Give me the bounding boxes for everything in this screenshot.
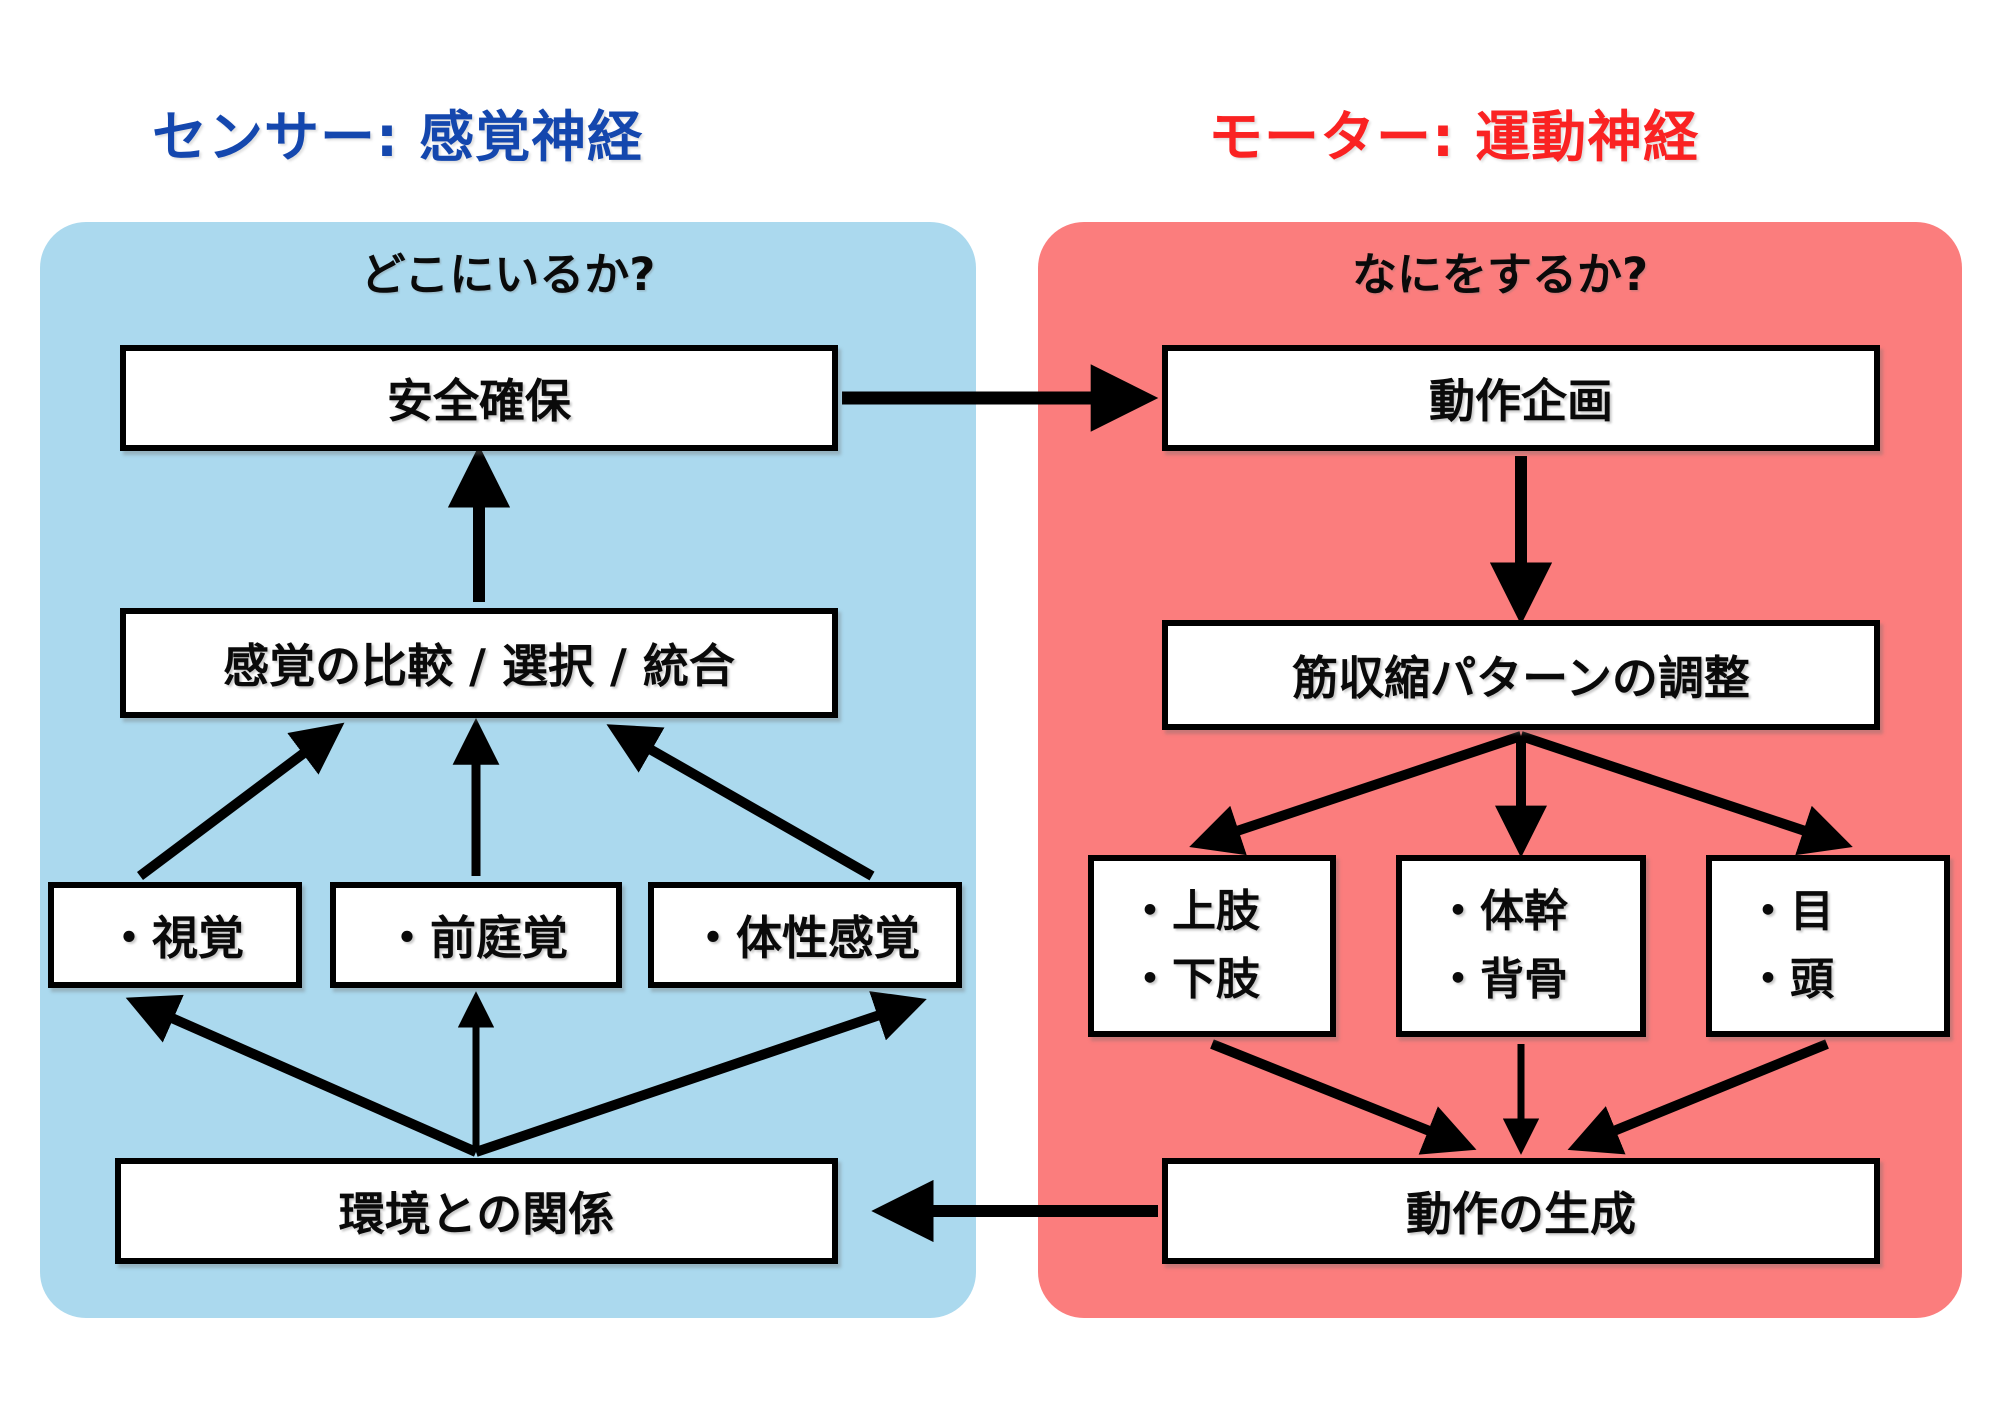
node-limbs-line1: ・上肢 bbox=[1128, 885, 1260, 937]
arrow-environment-to-vision bbox=[125, 994, 479, 1157]
node-trunk-line1: ・体幹 bbox=[1436, 885, 1568, 937]
node-generation: 動作の生成 bbox=[1162, 1158, 1880, 1264]
node-muscle-pattern: 筋収縮パターンの調整 bbox=[1162, 620, 1880, 730]
node-trunk: ・体幹 ・背骨 bbox=[1396, 855, 1646, 1037]
arrow-eyes-head-to-generation bbox=[1567, 1039, 1829, 1155]
node-environment: 環境との関係 bbox=[115, 1158, 838, 1264]
node-safety: 安全確保 bbox=[120, 345, 838, 451]
node-eyes-head-line1: ・目 bbox=[1746, 885, 1834, 937]
arrow-vision-to-integration bbox=[137, 722, 345, 880]
motor-question: なにをするか? bbox=[1351, 248, 1649, 301]
node-eyes-head-line2: ・頭 bbox=[1746, 954, 1834, 1005]
node-somatosensory: ・体性感覚 bbox=[648, 882, 962, 988]
node-eyes-head: ・目 ・頭 bbox=[1706, 855, 1950, 1037]
arrow-muscle-pattern-to-limbs bbox=[1189, 731, 1523, 856]
node-trunk-line2: ・背骨 bbox=[1436, 954, 1568, 1005]
arrow-environment-to-somatosensory bbox=[474, 991, 927, 1157]
node-integration: 感覚の比較 / 選択 / 統合 bbox=[120, 608, 838, 718]
sensor-question: どこにいるか? bbox=[360, 248, 656, 301]
node-vestibular: ・前庭覚 bbox=[330, 882, 622, 988]
arrow-muscle-pattern-to-eyes-head bbox=[1519, 731, 1853, 856]
arrow-limbs-to-generation bbox=[1210, 1039, 1477, 1155]
node-planning: 動作企画 bbox=[1162, 345, 1880, 451]
node-limbs-line2: ・下肢 bbox=[1128, 954, 1260, 1005]
node-limbs: ・上肢 ・下肢 bbox=[1088, 855, 1336, 1037]
sensor-panel-title: センサー: 感覚神経 bbox=[152, 105, 644, 169]
motor-panel-title: モーター: 運動神経 bbox=[1208, 105, 1700, 169]
node-vision: ・視覚 bbox=[48, 882, 302, 988]
arrow-somatosensory-to-integration bbox=[606, 724, 875, 881]
